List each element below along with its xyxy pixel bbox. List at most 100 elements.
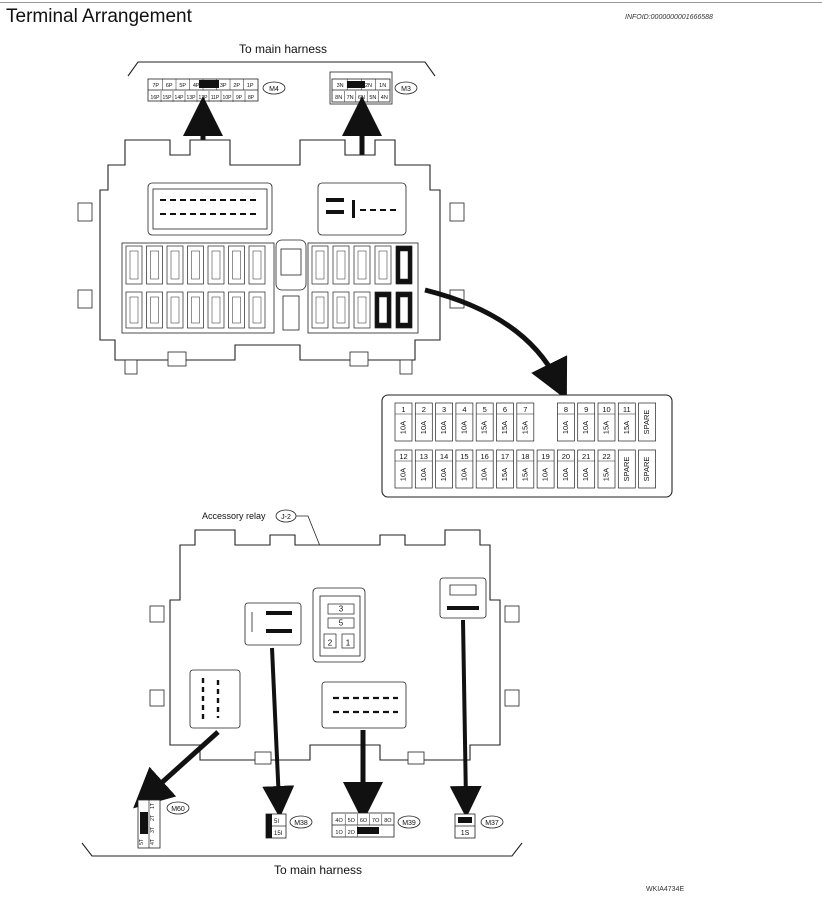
fuse-cell — [577, 402, 596, 442]
fuse-cell — [597, 449, 616, 489]
connector-m38: 5I 15I M38 — [265, 813, 313, 839]
m4-pin-bottom-4: 13P — [187, 95, 197, 101]
fuse-cell — [475, 449, 494, 489]
fuse-slot — [146, 291, 163, 329]
fuse-rating: 10A — [419, 421, 428, 434]
fuse-number: 5 — [483, 405, 487, 414]
fuse-number: 2 — [422, 405, 426, 414]
m4-pin-top-2: 6P — [166, 83, 173, 89]
fuse-cell — [638, 449, 656, 489]
m39-pin-top-1: 4O — [335, 818, 343, 824]
m3-pin-bottom-5: 4N — [381, 95, 388, 101]
m3-pin-bottom-4: 5N — [369, 95, 376, 101]
m39-filled-cavity — [357, 827, 379, 834]
fuse-number: 19 — [541, 452, 549, 461]
fuse-cell — [435, 402, 453, 442]
fuse-slot-inner — [129, 250, 139, 280]
fuse-cell — [557, 402, 575, 442]
fuse-slot-inner — [399, 250, 409, 280]
fuse-slot-inner — [357, 250, 367, 280]
fuse-number: 13 — [420, 452, 428, 461]
fuse-rating: SPARE — [622, 457, 631, 482]
fuse-cell — [394, 402, 413, 442]
arrow-to-m37 — [449, 619, 482, 818]
m60-pin-2: 2T — [150, 815, 156, 821]
fuse-number: 16 — [481, 452, 489, 461]
fuse-cell — [617, 402, 636, 442]
fuse-slot-inner — [315, 250, 325, 280]
m39-pin-bottom-2: 2O — [348, 830, 356, 836]
fuse-slot — [228, 245, 245, 285]
fuse-slot-inner — [357, 296, 367, 324]
arrow-to-m60 — [133, 730, 220, 809]
m4-pin-bottom-9: 8P — [248, 95, 255, 101]
m39-pin-top-3: 6O — [360, 818, 368, 824]
connector-m37: 1S M37 — [454, 813, 504, 839]
m38-pin-1: 5I — [274, 819, 279, 825]
arrow-to-m38 — [262, 647, 295, 818]
fuse-slot — [332, 291, 350, 329]
fuse-slot-inner — [336, 296, 346, 324]
fuse-slot — [125, 245, 143, 285]
fuse-number: 18 — [521, 452, 529, 461]
fuse-slot — [332, 245, 350, 285]
m4-pin-top-3: 5P — [179, 83, 186, 89]
fuse-slot-inner — [170, 250, 180, 280]
fuse-number: 6 — [503, 405, 507, 414]
fuse-rating: 15A — [520, 468, 529, 481]
fuse-slot — [248, 245, 266, 285]
m39-pin-top-5: 8O — [384, 818, 392, 824]
fuse-slot-inner — [232, 296, 241, 324]
fuse-cell — [496, 449, 514, 489]
fuse-cell — [496, 402, 514, 442]
m3-pin-top-4: 1N — [379, 83, 386, 89]
fuse-slot-inner — [150, 296, 159, 324]
relay-terminal-1: 1 — [346, 639, 351, 648]
fuse-block-top — [77, 139, 465, 375]
m60-pin-3: 3T — [150, 827, 156, 833]
figure-id: WKIA4734E — [646, 886, 685, 893]
fuse-number: 3 — [442, 405, 446, 414]
m37-label: M37 — [485, 820, 499, 827]
bottom-harness-label: To main harness — [274, 863, 362, 877]
relay-terminal-2: 2 — [328, 639, 333, 648]
fuse-slot-inner — [150, 250, 159, 280]
fuse-slot-inner — [170, 296, 180, 324]
m4-pin-bottom-1: 16P — [151, 95, 161, 101]
fuse-slot-inner — [191, 250, 200, 280]
fuse-slot-inner — [252, 250, 262, 280]
fuse-cell — [455, 402, 474, 442]
fuse-number: 8 — [564, 405, 568, 414]
relay-terminal-5: 5 — [339, 619, 344, 628]
m38-pin-2: 15I — [274, 831, 283, 837]
fuse-number: 12 — [399, 452, 407, 461]
fuse-rating: 10A — [398, 421, 407, 434]
fuse-number: 22 — [602, 452, 610, 461]
fuse-cell — [435, 449, 453, 489]
m4-filled-cavity — [199, 80, 219, 88]
m4-pin-bottom-7: 10P — [223, 95, 233, 101]
fuse-slot-inner — [399, 296, 409, 324]
fuse-number: 14 — [440, 452, 448, 461]
fuse-rating: 10A — [581, 421, 590, 434]
fuse-slot-inner — [378, 250, 388, 280]
header-rule — [0, 2, 822, 3]
fuse-slot — [187, 245, 204, 285]
top-harness-bracket — [127, 61, 436, 77]
doc-id: INFOID:0000000001666588 — [625, 14, 713, 21]
fuse-number: 11 — [623, 405, 631, 414]
fuse-rating: 15A — [601, 468, 610, 481]
m4-label: M4 — [269, 86, 279, 93]
fuse-number: 21 — [582, 452, 590, 461]
m4-pin-bottom-8: 9P — [236, 95, 243, 101]
m60-pin-5: 5T — [139, 839, 145, 845]
fuse-rating: 10A — [561, 468, 570, 481]
fuse-slot — [125, 291, 143, 329]
m3-pin-bottom-1: 8N — [335, 95, 342, 101]
fuse-slot — [248, 291, 266, 329]
fuse-number: 1 — [401, 405, 405, 414]
m4-pin-bottom-2: 15P — [163, 95, 173, 101]
fuse-slot-inner — [378, 296, 388, 324]
